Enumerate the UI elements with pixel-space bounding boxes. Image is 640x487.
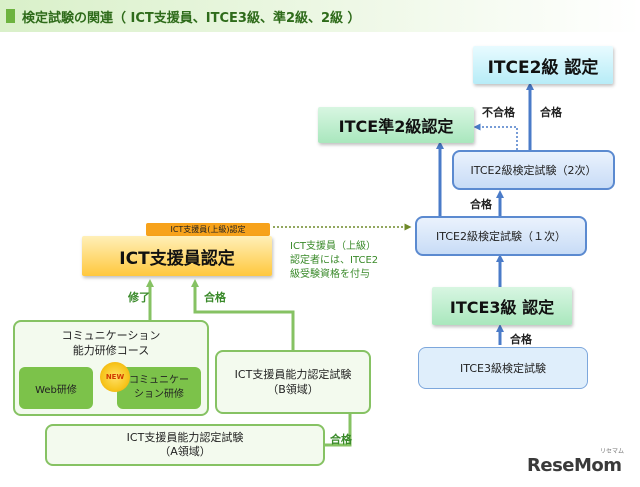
comm-course-line2: 能力研修コース [72,344,150,357]
ict-cert-box: ICT支援員認定 [82,236,272,276]
arrow-exam-b-to-ict [191,279,295,350]
exam-b-line1: ICT支援員能力認定試験 [234,368,352,381]
itce2-exam2-label: ITCE2級検定試験（2次） [470,164,597,177]
itce2-exam2-box: ITCE2級検定試験（2次） [452,150,615,190]
completed-label: 修了 [128,291,150,304]
itce3-cert-box: ITCE3級 認定 [432,287,572,325]
exam-a-box: ICT支援員能力認定試験 （A領域） [45,424,325,466]
itce2-exam1-box: ITCE2級検定試験（１次） [415,216,587,256]
itce2-cert-label: ITCE2級 認定 [487,57,599,78]
ict-cert-label: ICT支援員認定 [119,248,235,269]
itce2-exam1-label: ITCE2級検定試験（１次） [436,230,566,243]
exam-a-line1: ICT支援員能力認定試験 [126,431,244,444]
pass-label-ict: 合格 [204,291,226,304]
exam-b-box: ICT支援員能力認定試験 （B領域） [215,350,371,414]
itce2-cert-box: ITCE2級 認定 [473,46,613,84]
comm-training-box: コミュニケー ション研修 [117,367,201,409]
title-marker [6,9,15,23]
pass-label-top: 合格 [540,106,562,119]
itce3-exam-box: ITCE3級検定試験 [418,347,588,389]
web-training-box: Web研修 [19,367,93,409]
comm-course-line1: コミュニケーション [61,329,161,342]
itce-pre2-cert-label: ITCE準2級認定 [338,117,454,136]
web-training-label: Web研修 [35,384,77,396]
fail-label: 不合格 [482,106,515,119]
itce3-cert-label: ITCE3級 認定 [449,298,555,317]
itce3-exam-label: ITCE3級検定試験 [460,362,546,375]
pass-label-mid: 合格 [470,198,492,211]
exam-b-line2: （B領域） [267,383,319,396]
logo-subtext: リセマム [600,448,625,455]
page-title: 検定試験の関連（ ICT支援員、ITCE3級、準2級、2級 ） [22,11,361,26]
itce-pre2-cert-box: ITCE準2級認定 [318,107,474,143]
new-badge: NEW [100,362,130,392]
pass-label-a: 合格 [330,433,352,446]
ict-senior-badge: ICT支援員(上級)認定 [146,223,270,236]
resemom-logo: ReseMom [527,455,622,476]
comm-training-line2: ション研修 [134,389,184,400]
title-bar [0,0,640,32]
pass-label-itce3: 合格 [510,333,532,346]
exam-a-line2: （A領域） [159,445,211,458]
arrow-fail-to-pre2 [473,123,518,150]
comm-training-line1: コミュニケー [129,375,189,386]
ict-senior-note: ICT支援員（上級） 認定者には、ITCE2 級受験資格を付与 [290,241,379,280]
